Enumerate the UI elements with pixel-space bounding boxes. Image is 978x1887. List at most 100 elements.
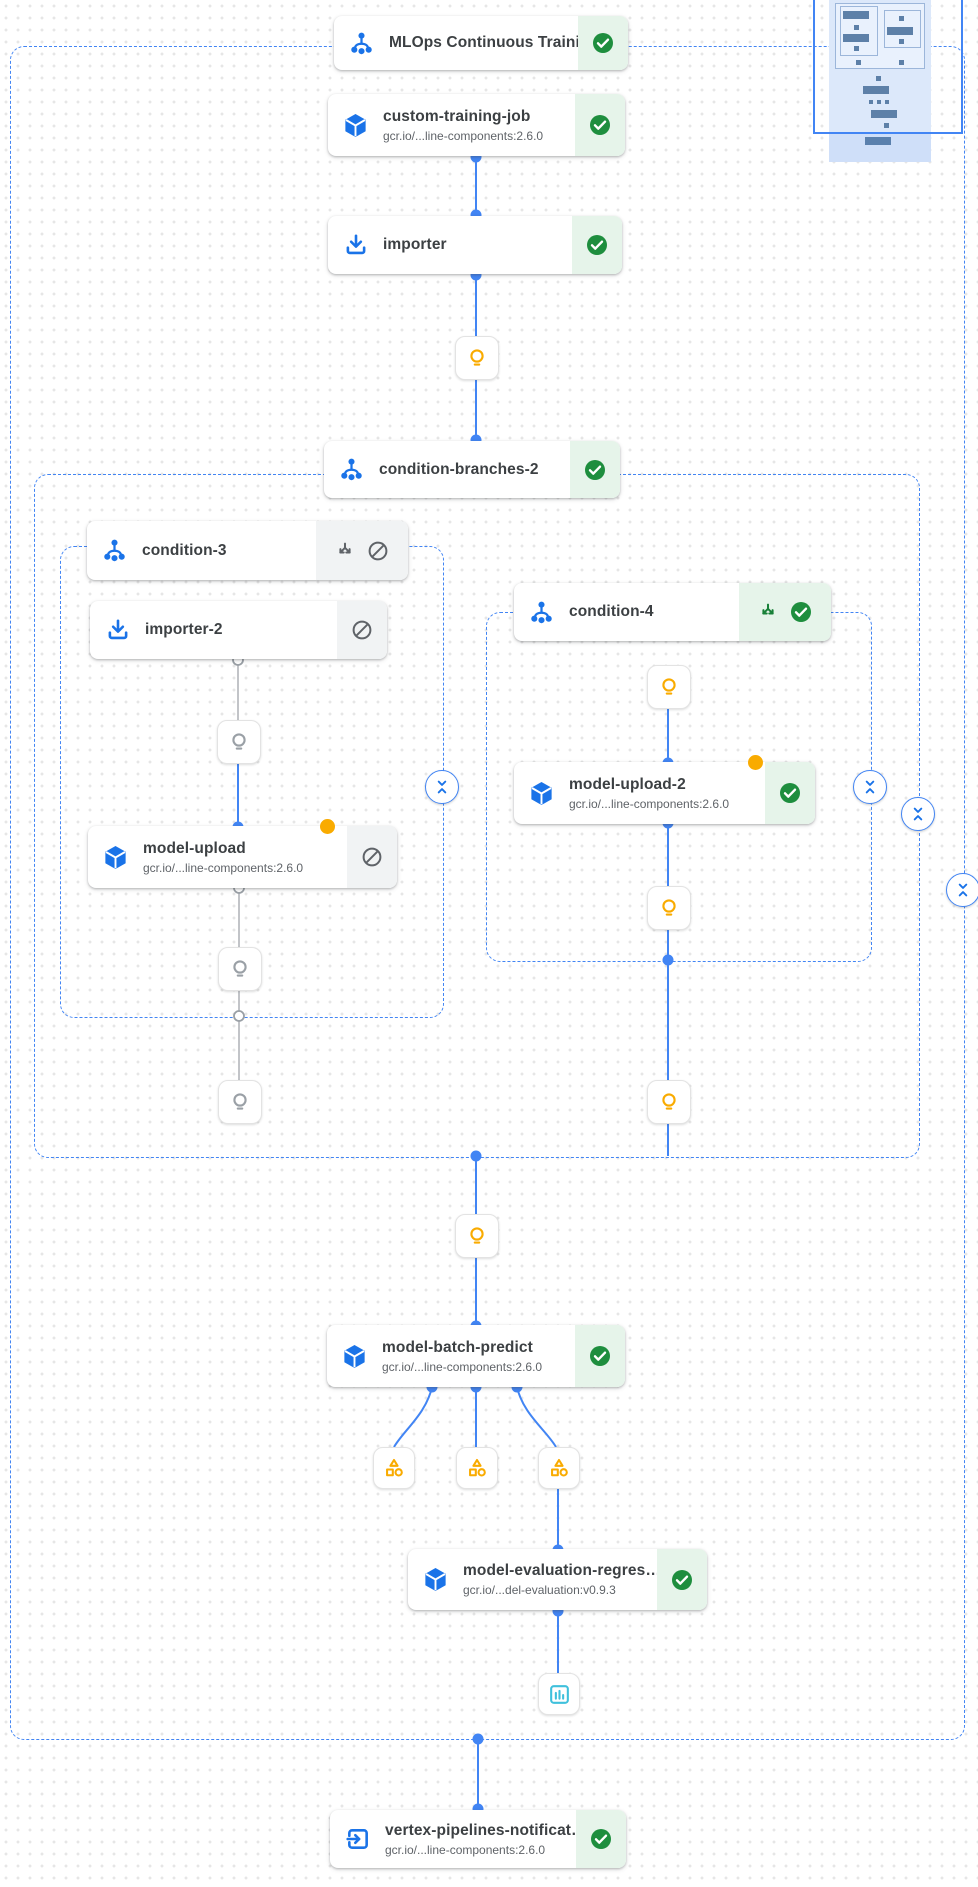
- metrics-artifact-node[interactable]: [538, 1447, 580, 1489]
- status-skipped: [316, 521, 408, 580]
- parameter-node[interactable]: [455, 1214, 499, 1258]
- cube-icon: [102, 844, 129, 871]
- node-model-upload[interactable]: model-upload gcr.io/...line-components:2…: [88, 819, 397, 888]
- collapse-icon: [437, 780, 447, 794]
- status-succeeded: [575, 1325, 625, 1387]
- edges-skipped: [237, 659, 240, 1080]
- lightbulb-icon: [662, 1093, 676, 1110]
- status-skipped: [337, 601, 387, 659]
- pending-dot: [320, 819, 335, 834]
- cube-icon: [422, 1566, 449, 1593]
- lightbulb-icon: [470, 349, 484, 366]
- parameter-node-skipped[interactable]: [218, 1080, 262, 1124]
- dag-icon: [528, 599, 555, 626]
- cube-icon: [341, 1343, 368, 1370]
- node-title: MLOps Continuous Traini…: [389, 34, 578, 51]
- node-title: condition-3: [142, 541, 227, 559]
- collapse-icon: [913, 807, 923, 821]
- check-icon: [587, 235, 607, 255]
- edge-dots-active: [232, 151, 674, 1815]
- lightbulb-icon: [233, 960, 247, 977]
- node-importer-2[interactable]: importer-2: [90, 601, 387, 659]
- cube-icon: [342, 112, 369, 139]
- status-succeeded: [765, 762, 815, 824]
- parameter-node-skipped[interactable]: [218, 947, 262, 991]
- node-condition-branches-2[interactable]: condition-branches-2: [324, 441, 620, 498]
- minimap-out-of-view-shade: [829, 134, 931, 162]
- node-subtitle: gcr.io/...line-components:2.6.0: [143, 860, 304, 875]
- node-vertex-pipelines-notification[interactable]: vertex-pipelines-notificat… gcr.io/...li…: [330, 1810, 626, 1868]
- edges-active: [237, 156, 669, 1808]
- status-succeeded: [576, 1810, 626, 1868]
- cube-icon: [528, 780, 555, 807]
- check-icon: [590, 1346, 610, 1366]
- blocked-icon: [368, 541, 388, 560]
- node-title: model-upload: [143, 839, 246, 857]
- metrics-artifact-icon: [551, 1458, 568, 1477]
- visualization-chart-icon: [549, 1684, 569, 1704]
- check-icon: [590, 115, 610, 135]
- metrics-artifact-icon: [469, 1458, 486, 1477]
- dag-icon: [101, 537, 128, 564]
- node-condition-3[interactable]: condition-3: [87, 521, 408, 580]
- check-icon: [593, 33, 613, 53]
- metrics-artifact-node[interactable]: [456, 1447, 498, 1489]
- node-title: importer-2: [145, 621, 223, 638]
- dag-icon: [348, 30, 375, 57]
- check-icon: [672, 1569, 692, 1590]
- node-title: condition-branches-2: [379, 460, 539, 478]
- status-succeeded: [657, 1549, 707, 1610]
- node-model-batch-predict[interactable]: model-batch-predict gcr.io/...line-compo…: [327, 1325, 625, 1387]
- node-title: model-batch-predict: [382, 1338, 533, 1356]
- node-subtitle: gcr.io/...line-components:2.6.0: [383, 128, 544, 143]
- node-custom-training-job[interactable]: custom-training-job gcr.io/...line-compo…: [328, 94, 625, 156]
- node-mlops-pipeline[interactable]: MLOps Continuous Traini…: [334, 16, 628, 70]
- node-subtitle: gcr.io/...line-components:2.6.0: [382, 1359, 543, 1374]
- node-model-evaluation-regression[interactable]: model-evaluation-regres… gcr.io/...del-e…: [408, 1549, 707, 1610]
- collapse-icon: [865, 780, 875, 794]
- check-icon: [591, 1829, 611, 1849]
- status-succeeded: [739, 583, 831, 641]
- check-icon: [585, 459, 605, 480]
- node-title: vertex-pipelines-notificat…: [385, 1821, 576, 1839]
- node-title: model-evaluation-regres…: [463, 1562, 657, 1579]
- check-icon: [791, 602, 811, 622]
- node-model-upload-2[interactable]: model-upload-2 gcr.io/...line-components…: [514, 755, 815, 824]
- node-subtitle: gcr.io/...line-components:2.6.0: [385, 1842, 546, 1857]
- check-icon: [780, 783, 800, 803]
- status-succeeded: [578, 16, 628, 70]
- node-condition-4[interactable]: condition-4: [514, 583, 831, 641]
- node-subtitle: gcr.io/...del-evaluation:v0.9.3: [463, 1583, 616, 1597]
- collapse-condition-branches-2-button[interactable]: [901, 797, 935, 831]
- lightbulb-icon: [662, 899, 676, 916]
- parameter-node[interactable]: [647, 886, 691, 930]
- collapse-condition-3-button[interactable]: [425, 770, 459, 804]
- visualization-artifact-node[interactable]: [538, 1673, 580, 1715]
- node-title: condition-4: [569, 603, 654, 620]
- status-skipped: [347, 826, 397, 888]
- parameter-node-skipped[interactable]: [217, 720, 261, 764]
- minimap-viewport[interactable]: [813, 0, 963, 134]
- node-title: importer: [383, 236, 447, 253]
- lightbulb-icon: [662, 678, 676, 695]
- metrics-artifact-node[interactable]: [373, 1447, 415, 1489]
- blocked-icon: [362, 847, 382, 867]
- parameter-node[interactable]: [455, 336, 499, 380]
- parameter-node[interactable]: [647, 665, 691, 709]
- lightbulb-icon: [233, 1093, 247, 1110]
- collapse-condition-4-button[interactable]: [853, 770, 887, 804]
- minimap[interactable]: [829, 0, 931, 162]
- node-subtitle: gcr.io/...line-components:2.6.0: [569, 796, 730, 811]
- metrics-artifact-icon: [386, 1458, 403, 1477]
- parameter-node[interactable]: [647, 1080, 691, 1124]
- collapse-pipeline-root-button[interactable]: [946, 873, 978, 907]
- branch-split-icon: [339, 542, 351, 553]
- node-importer[interactable]: importer: [328, 216, 622, 274]
- status-succeeded: [570, 441, 620, 498]
- status-succeeded: [575, 94, 625, 156]
- import-icon: [342, 232, 369, 259]
- status-succeeded: [572, 216, 622, 274]
- lightbulb-icon: [232, 733, 246, 750]
